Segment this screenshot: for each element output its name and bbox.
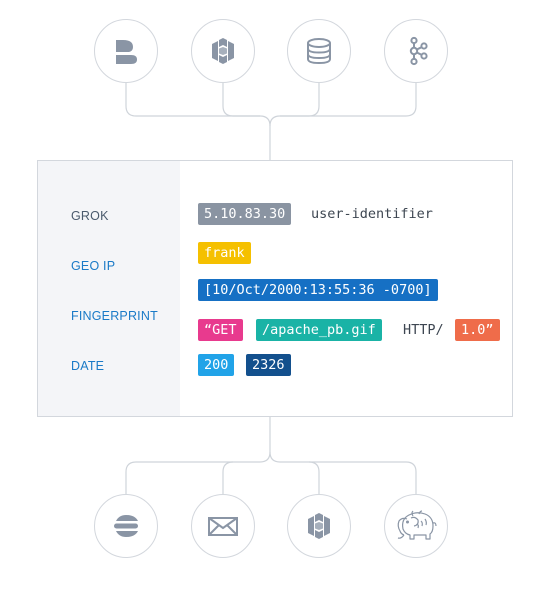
kafka-icon (409, 36, 428, 66)
output-hadoop (384, 494, 448, 558)
label-geo-ip: GEO IP (71, 259, 116, 273)
aws-icon (212, 38, 234, 64)
beats-icon (116, 40, 137, 64)
database-icon (307, 38, 331, 65)
pipeline-panel: GROK GEO IP FINGERPRINT DATE 5.10.83.30 … (37, 160, 513, 417)
output-aws (287, 494, 351, 558)
source-kafka (384, 19, 448, 83)
output-mail (191, 494, 255, 558)
log-line-area: 5.10.83.30 user-identifier frank [10/Oct… (180, 161, 512, 416)
token-status: 200 (198, 354, 235, 376)
token-user: frank (198, 242, 251, 264)
token-path: /apache_pb.gif (256, 319, 382, 341)
mail-icon (208, 517, 238, 536)
token-timestamp: [10/Oct/2000:13:55:36 -0700] (198, 279, 438, 301)
source-beats (94, 19, 158, 83)
elasticsearch-icon (114, 515, 138, 537)
source-aws (191, 19, 255, 83)
label-fingerprint: FINGERPRINT (71, 309, 158, 323)
aws-icon (308, 513, 330, 539)
token-version: 1.0” (455, 319, 500, 341)
token-bytes: 2326 (246, 354, 291, 376)
label-grok: GROK (71, 209, 109, 223)
hadoop-elephant-icon (397, 510, 437, 540)
token-ip: 5.10.83.30 (198, 203, 292, 225)
token-method: “GET (198, 319, 243, 341)
source-database (287, 19, 351, 83)
output-elasticsearch (94, 494, 158, 558)
token-protocol: HTTP/ (403, 322, 444, 338)
filter-labels-column: GROK GEO IP FINGERPRINT DATE (38, 161, 180, 416)
label-date: DATE (71, 359, 105, 373)
token-user-identifier: user-identifier (311, 206, 433, 222)
